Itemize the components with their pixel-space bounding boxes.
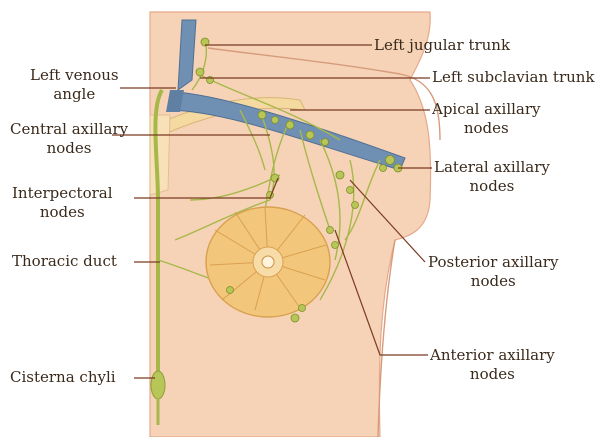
nipple [262, 256, 274, 268]
label-central-axillary-nodes: Central axillary nodes [10, 120, 128, 158]
label-apical-axillary-nodes: Apical axillary nodes [432, 100, 541, 138]
label-posterior-axillary-line2: nodes [428, 272, 558, 291]
label-left-venous-line1: Left venous [30, 66, 119, 85]
cisterna-chyli-sac [151, 371, 165, 399]
label-lateral-axillary-line2: nodes [434, 177, 550, 196]
label-apical-axillary-line2: nodes [432, 119, 541, 138]
label-apical-axillary-line1: Apical axillary [432, 100, 541, 119]
label-thoracic-duct: Thoracic duct [12, 252, 117, 271]
label-left-venous-line2: angle [30, 85, 119, 104]
label-interpectoral-nodes: Interpectoral nodes [12, 184, 113, 222]
sternum [150, 115, 170, 195]
label-anterior-axillary-nodes: Anterior axillary nodes [430, 346, 555, 384]
label-left-venous-angle: Left venous angle [30, 66, 119, 104]
label-cisterna-chyli: Cisterna chyli [10, 368, 116, 387]
breast-gland [206, 207, 330, 317]
label-lateral-axillary-nodes: Lateral axillary nodes [434, 158, 550, 196]
label-left-jugular-trunk: Left jugular trunk [374, 36, 510, 55]
label-central-axillary-line1: Central axillary [10, 120, 128, 139]
label-interpectoral-line1: Interpectoral [12, 184, 113, 203]
label-left-subclavian-trunk: Left subclavian trunk [432, 68, 595, 87]
label-posterior-axillary-nodes: Posterior axillary nodes [428, 253, 558, 291]
label-lateral-axillary-line1: Lateral axillary [434, 158, 550, 177]
label-anterior-axillary-line2: nodes [430, 365, 555, 384]
label-anterior-axillary-line1: Anterior axillary [430, 346, 555, 365]
label-posterior-axillary-line1: Posterior axillary [428, 253, 558, 272]
label-central-axillary-line2: nodes [10, 139, 128, 158]
label-interpectoral-line2: nodes [12, 203, 113, 222]
